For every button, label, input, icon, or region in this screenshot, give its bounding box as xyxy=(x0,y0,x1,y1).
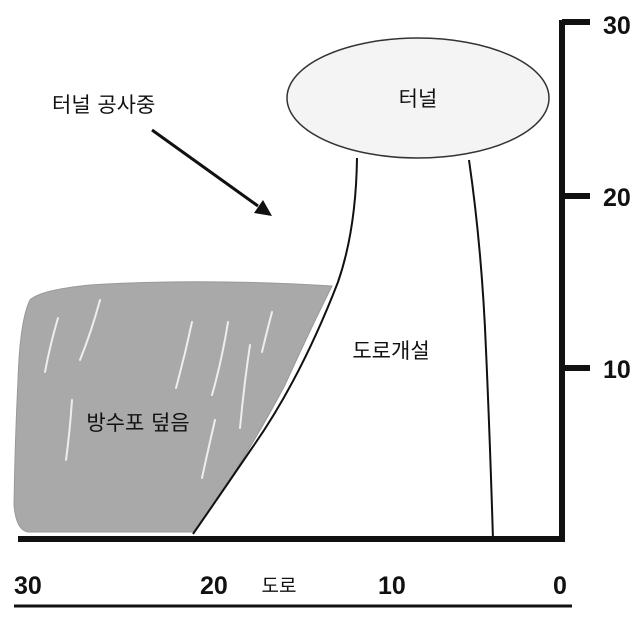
tunnel-ellipse xyxy=(286,37,550,159)
arrow-icon xyxy=(151,128,272,216)
label-road: 도로 xyxy=(262,575,297,597)
label-tunnel-construction: 터널 공사중 xyxy=(52,93,155,117)
horizontal-tick-label-30: 30 xyxy=(14,572,42,600)
horizontal-tick-label-10: 10 xyxy=(378,572,406,600)
road-left-boundary xyxy=(192,157,358,535)
horizontal-tick-label-0: 0 xyxy=(553,572,567,600)
cover-streaks xyxy=(44,299,273,479)
horizontal-tick-label-20: 20 xyxy=(200,572,228,600)
label-road-opening: 도로개설 xyxy=(352,339,429,363)
label-tunnel: 터널 xyxy=(399,87,438,111)
road-right-boundary xyxy=(468,159,494,541)
label-waterproof-cover: 방수포 덮음 xyxy=(86,411,189,435)
waterproof-cover-area xyxy=(13,281,333,533)
vertical-tick-label-10: 10 xyxy=(603,356,631,384)
vertical-tick-label-20: 20 xyxy=(603,184,631,212)
vertical-tick-label-30: 30 xyxy=(603,12,631,40)
